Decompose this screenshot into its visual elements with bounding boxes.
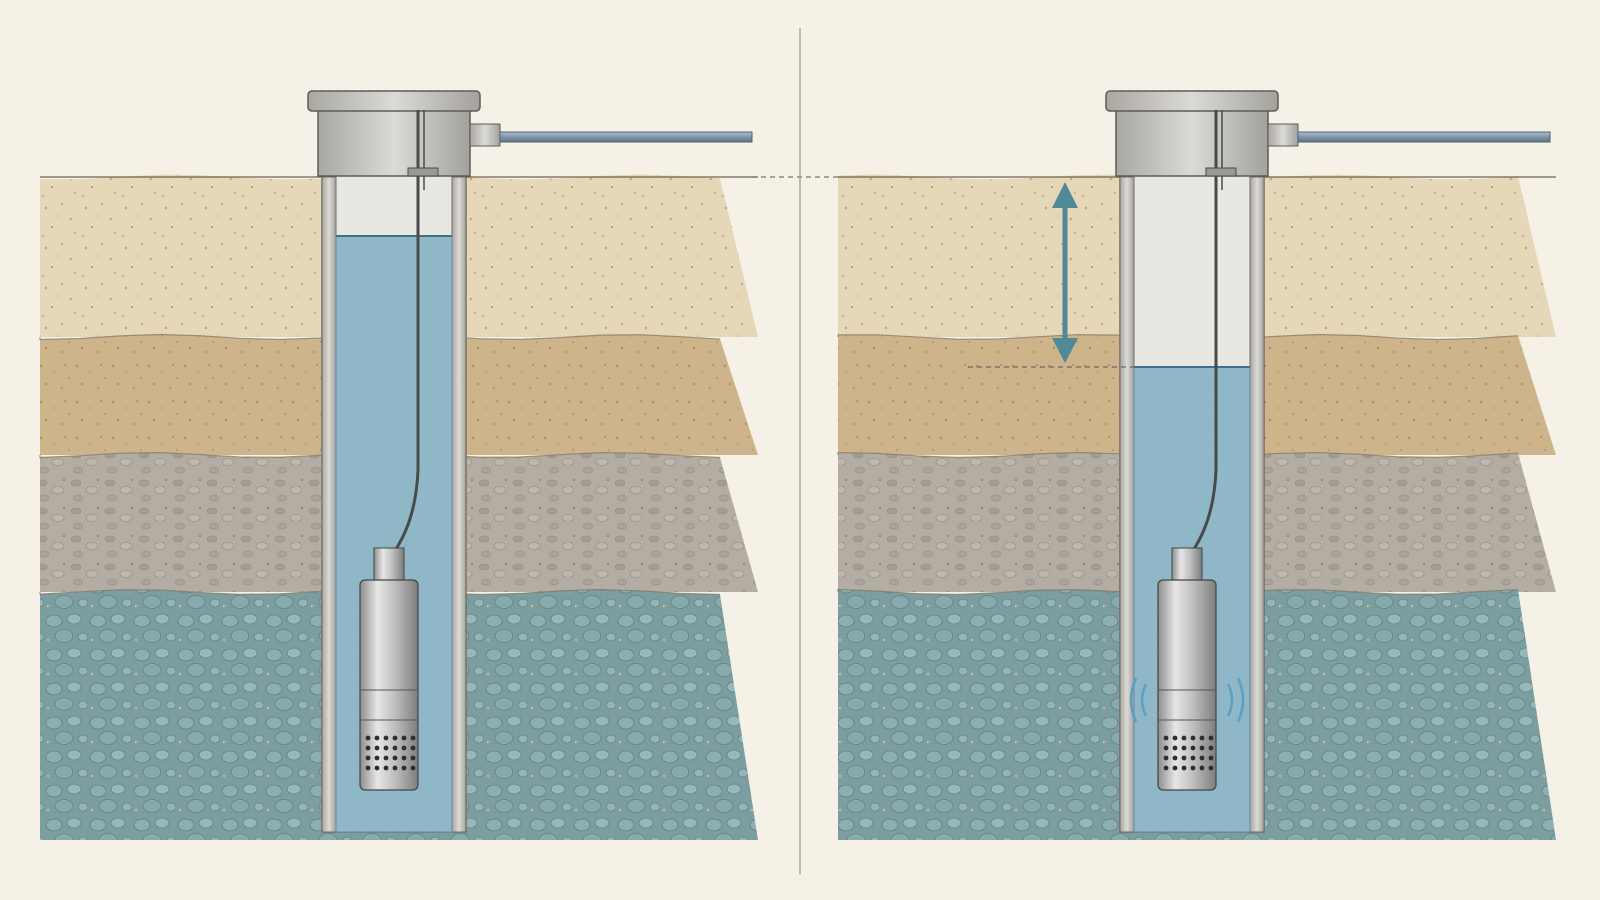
intake-hole: [392, 765, 398, 771]
intake-hole: [410, 755, 416, 761]
intake-hole: [1172, 735, 1178, 741]
intake-hole: [401, 765, 407, 771]
vibration-arc: [1140, 683, 1148, 717]
intake-hole: [374, 745, 380, 751]
cable-clamp: [407, 167, 439, 177]
arrow-head-up: [1052, 182, 1078, 208]
intake-hole: [410, 735, 416, 741]
double-arrow-icon: [1052, 182, 1078, 363]
intake-hole: [365, 755, 371, 761]
intake-hole: [1199, 765, 1205, 771]
intake-hole: [365, 765, 371, 771]
intake-hole: [383, 765, 389, 771]
discharge-pipe: [1297, 131, 1551, 143]
intake-hole: [1208, 755, 1214, 761]
pipe-fitting: [469, 123, 501, 147]
intake-hole: [1181, 755, 1187, 761]
casing-wall-right: [451, 176, 467, 833]
well-head: [317, 109, 471, 177]
intake-hole: [410, 745, 416, 751]
intake-hole: [401, 755, 407, 761]
intake-hole: [1199, 745, 1205, 751]
intake-hole: [1172, 755, 1178, 761]
well-panel-static: [39, 90, 758, 840]
intake-hole: [1208, 745, 1214, 751]
power-cable: [392, 110, 420, 553]
well-cap: [307, 90, 481, 112]
intake-hole: [1190, 735, 1196, 741]
intake-hole: [383, 745, 389, 751]
intake-hole: [1190, 745, 1196, 751]
casing-wall-right: [1249, 176, 1265, 833]
submersible-pump-icon: [1157, 547, 1217, 791]
submersible-pump-icon: [359, 547, 419, 791]
intake-hole: [401, 735, 407, 741]
intake-hole: [1208, 765, 1214, 771]
intake-hole: [1172, 765, 1178, 771]
intake-hole: [383, 755, 389, 761]
intake-hole: [374, 755, 380, 761]
intake-hole: [365, 735, 371, 741]
discharge-pipe: [499, 131, 753, 143]
casing-wall-left: [321, 176, 337, 833]
intake-hole: [1199, 755, 1205, 761]
intake-hole: [1208, 735, 1214, 741]
intake-hole: [401, 745, 407, 751]
intake-hole: [1181, 765, 1187, 771]
intake-hole: [1181, 735, 1187, 741]
intake-hole: [374, 735, 380, 741]
intake-hole: [374, 765, 380, 771]
intake-hole: [383, 735, 389, 741]
pump-neck: [1171, 547, 1203, 583]
intake-hole: [1172, 745, 1178, 751]
intake-hole: [410, 765, 416, 771]
power-cable: [1190, 110, 1218, 553]
intake-hole: [1199, 735, 1205, 741]
cable-clamp: [1205, 167, 1237, 177]
intake-hole: [392, 745, 398, 751]
vibration-arc: [1129, 677, 1138, 723]
intake-hole: [1163, 745, 1169, 751]
vibration-icon: [1129, 677, 1245, 723]
intake-hole: [1163, 765, 1169, 771]
well-cap: [1105, 90, 1279, 112]
well-panel-drawdown: [837, 90, 1556, 840]
vibration-arc: [1236, 677, 1245, 723]
intake-hole: [1190, 755, 1196, 761]
intake-hole: [1181, 745, 1187, 751]
intake-hole: [365, 745, 371, 751]
pipe-fitting: [1267, 123, 1299, 147]
arrow-head-down: [1052, 338, 1078, 363]
intake-hole: [1163, 735, 1169, 741]
intake-hole: [392, 735, 398, 741]
casing-wall-left: [1119, 176, 1135, 833]
intake-hole: [1163, 755, 1169, 761]
intake-hole: [392, 755, 398, 761]
intake-hole: [1190, 765, 1196, 771]
vibration-arc: [1226, 683, 1234, 717]
pump-neck: [373, 547, 405, 583]
well-head: [1115, 109, 1269, 177]
